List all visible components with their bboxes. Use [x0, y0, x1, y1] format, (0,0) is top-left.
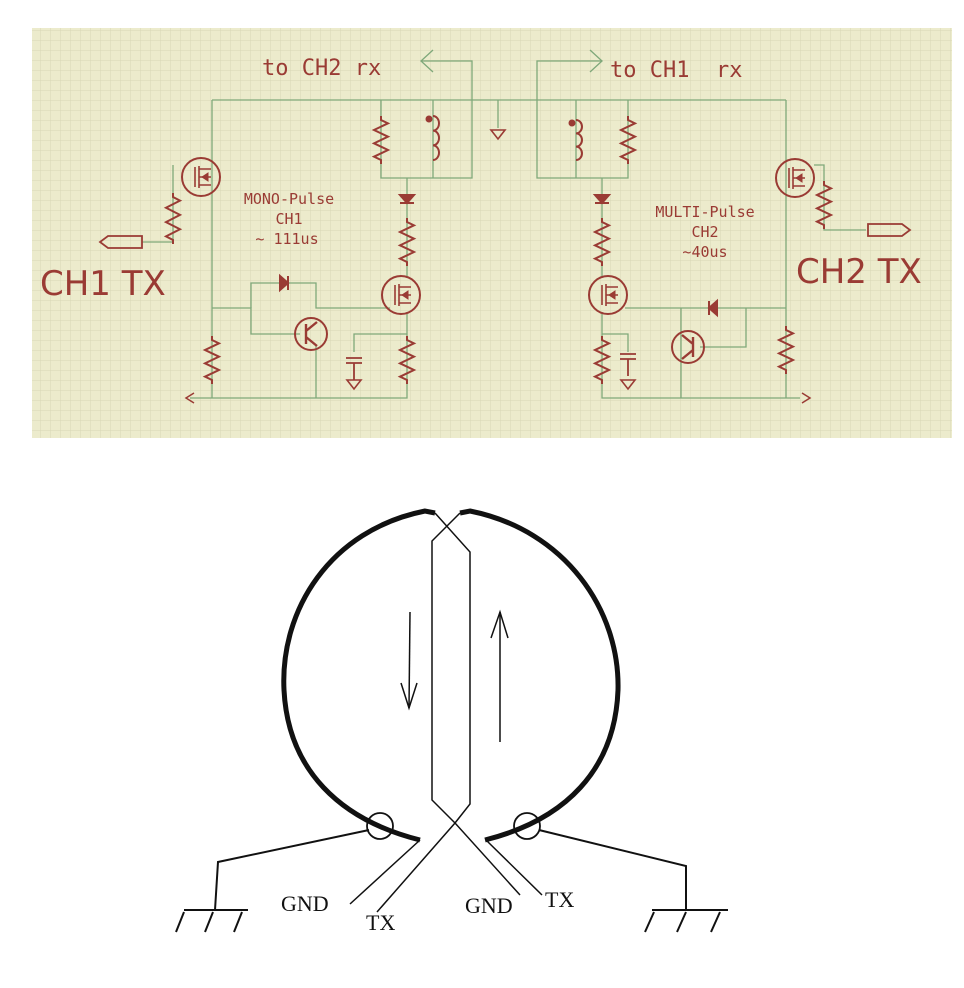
transistor-body-icon: [681, 334, 695, 360]
label-left-gnd: GND: [281, 891, 329, 916]
label-ch2-tx: CH2 TX: [796, 252, 922, 292]
label-to-ch1-rx: to CH1 rx: [610, 58, 742, 83]
right-ground-wire: [538, 829, 687, 910]
tx-connector-icon: [98, 235, 143, 249]
tx-connector-icon: [867, 223, 912, 237]
label-multi-pulse: MULTI-Pulse: [655, 203, 754, 221]
ground-icon: [345, 379, 363, 391]
schematic-wires: [142, 60, 866, 399]
ch2-cap-wire: [602, 333, 629, 352]
resistor-icon: [371, 116, 391, 164]
left-gnd-lead: [349, 839, 421, 905]
left-ground-connection-circle: [366, 812, 394, 840]
ground-icon: [489, 129, 507, 141]
ch1-diode-wire: [250, 282, 390, 309]
mosfet-icon: [588, 275, 628, 315]
resistor-icon: [776, 326, 796, 374]
schematic-grid: [32, 28, 952, 438]
label-mono-channel: CH1: [275, 210, 302, 228]
capacitor-icon: [620, 353, 636, 376]
mosfet-gate-icon: [788, 167, 805, 189]
left-ground-wire: [214, 829, 370, 911]
left-ground-symbol-icon: [175, 909, 248, 933]
resistor-icon: [592, 336, 612, 384]
ch1-rx-wire: [536, 60, 629, 179]
ground-icon: [619, 379, 637, 391]
feed-line-left-conductor: [376, 512, 461, 913]
transistor-icon: [671, 330, 705, 364]
label-multi-channel: CH2: [691, 223, 718, 241]
label-right-gnd: GND: [465, 893, 513, 918]
resistor-icon: [397, 336, 417, 384]
transistor-body-icon: [304, 321, 318, 347]
diode-icon: [707, 298, 718, 318]
right-ground-symbol-icon: [644, 909, 728, 933]
schematic-labels: to CH2 rx to CH1 rx CH1 TX CH2 TX MONO-P…: [40, 56, 922, 304]
inductor-icon: [575, 119, 583, 161]
rx-port-arrow-icon: [589, 49, 603, 73]
resistor-icon: [814, 181, 834, 229]
current-arrow-down: [400, 611, 418, 711]
antenna-drawing: [175, 508, 728, 933]
transistor-icon: [294, 317, 328, 351]
ch2-rx-wire: [380, 60, 473, 179]
mosfet-arrow-icon: [795, 173, 803, 183]
right-tx-lead: [486, 840, 543, 896]
inductor-icon: [432, 115, 440, 161]
right-ground-connection-circle: [513, 812, 541, 840]
label-left-tx: TX: [366, 910, 395, 935]
mosfet-gate-icon: [194, 166, 211, 188]
inductor-dot-icon: [425, 115, 433, 123]
feed-line-right-conductor: [434, 512, 521, 896]
mosfet-icon: [381, 275, 421, 315]
schematic-components: [98, 49, 912, 404]
schematic-panel: to CH2 rx to CH1 rx CH1 TX CH2 TX MONO-P…: [32, 28, 952, 438]
label-right-tx: TX: [545, 887, 574, 912]
label-mono-pulse: MONO-Pulse: [244, 190, 334, 208]
mosfet-arrow-icon: [608, 290, 616, 300]
resistor-icon: [202, 336, 222, 384]
mosfet-icon: [181, 157, 221, 197]
mosfet-arrow-icon: [401, 290, 409, 300]
left-loop-arc: [281, 508, 436, 843]
mosfet-icon: [775, 158, 815, 198]
rx-port-arrow-icon: [420, 49, 434, 73]
capacitor-icon: [346, 357, 362, 380]
mosfet-gate-icon: [394, 284, 411, 306]
resistor-icon: [397, 218, 417, 266]
mosfet-arrow-icon: [201, 172, 209, 182]
resistor-icon: [592, 218, 612, 266]
current-arrow-up: [490, 609, 509, 742]
ch1-transistor-base-wire: [212, 307, 300, 335]
label-multi-time: ~40us: [682, 243, 727, 261]
ch1-cap-wire: [353, 333, 407, 352]
ch2-diode-wire: [700, 308, 747, 348]
resistor-icon: [618, 116, 638, 164]
label-ch1-tx: CH1 TX: [40, 264, 166, 304]
diode-icon: [592, 194, 612, 205]
inductor-dot-icon: [568, 119, 576, 127]
port-arrow-icon: [801, 392, 812, 404]
resistor-icon: [163, 193, 183, 244]
label-to-ch2-rx: to CH2 rx: [262, 56, 381, 81]
port-arrow-icon: [184, 392, 195, 404]
diode-icon: [397, 194, 417, 205]
mosfet-gate-icon: [601, 284, 618, 306]
diode-icon: [279, 273, 290, 293]
right-loop-arc: [459, 508, 621, 843]
label-mono-time: ~ 111us: [255, 230, 318, 248]
